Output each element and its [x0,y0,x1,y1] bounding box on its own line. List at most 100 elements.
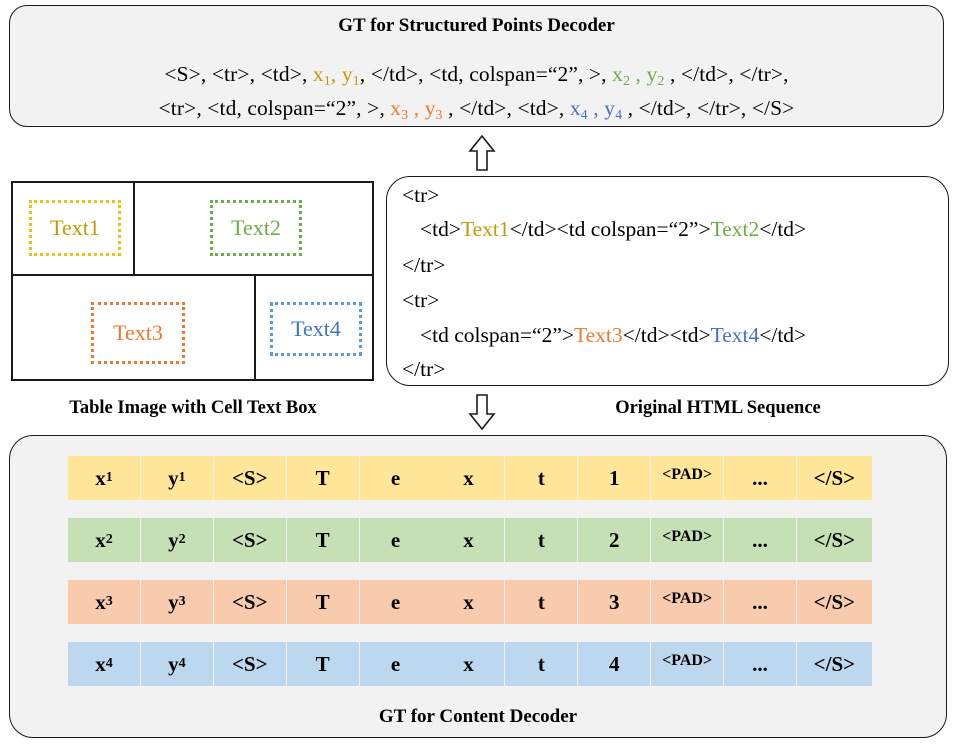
sequence-token: <td> [420,217,461,241]
sequence-token: Text2 [710,217,760,241]
sequence-token: x4 [569,96,588,123]
sequence-token: <td colspan=“2”> [420,323,574,347]
token-cell: t [505,580,578,624]
token-cell: x [432,580,505,624]
token-cell: e [359,642,432,686]
sequence-token: </td><td> [622,323,711,347]
token-cell: e [359,518,432,562]
arrow-down-outline-icon [468,394,496,431]
sequence-token: , [408,96,425,120]
sequence-token: </tr> [402,253,446,277]
sequence-token: y1 [341,62,360,89]
token-cell: </S> [796,642,872,686]
token-cell: <S> [213,580,286,624]
sequence-token: </td> [759,323,807,347]
sequence-token: </td><td colspan=“2”> [509,217,711,241]
sequence-token: y2 [646,62,665,89]
html-line: <td colspan=“2”>Text3</td><td>Text4</td> [420,323,806,348]
token-cell: T [286,456,359,500]
sequence-token: </td> [759,217,807,241]
table-column-divider [254,274,256,379]
sequence-token: </tr> [402,357,446,381]
token-cell: T [286,518,359,562]
structured-points-title: GT for Structured Points Decoder [338,15,615,36]
token-cell: x [432,518,505,562]
table-image-label: Table Image with Cell Text Box [69,398,317,418]
token-cell: </S> [796,518,872,562]
token-cell: e [359,580,432,624]
cell-text-box-2: Text2 [210,200,302,256]
html-line: <tr> [402,288,439,313]
cell-text-box-1: Text1 [29,200,121,256]
table-column-divider [133,183,135,276]
token-cell: t [505,518,578,562]
token-cell: <S> [213,456,286,500]
arrow-up-outline-icon [468,134,496,171]
content-decoder-title: GT for Content Decoder [378,706,578,727]
cell-text-box-4: Text4 [270,302,362,356]
token-cell: <PAD> [651,518,724,562]
cell-text-box-3: Text3 [91,302,185,364]
token-cell: <S> [213,518,286,562]
token-cell: <S> [213,642,286,686]
sequence-token: y3 [424,96,443,123]
token-cell: T [286,580,359,624]
token-cell: 2 [578,518,651,562]
sequence-token: Text4 [710,323,760,347]
structured-points-sequence-line-2: <tr>, <td, colspan=“2”, >, x3 , y3 , </t… [10,96,943,123]
sequence-token: , </td>, </tr>, </S> [622,96,795,120]
token-cell: x [432,456,505,500]
token-cell: <PAD> [651,456,724,500]
sequence-token: Text1 [460,217,510,241]
table-row-divider [13,274,372,276]
sequence-token: <tr> [402,288,440,312]
sequence-token: <tr> [402,183,440,207]
token-cell: ... [724,580,797,624]
token-cell: 3 [578,580,651,624]
token-cell: </S> [796,580,872,624]
html-line: </tr> [402,357,445,382]
sequence-token: y4 [604,96,623,123]
token-cell: T [286,642,359,686]
token-cell: ... [724,456,797,500]
sequence-token: x2 [612,62,631,89]
token-cell: <PAD> [651,642,724,686]
sequence-token: Text3 [574,323,623,347]
sequence-token: , </td>, <td>, [442,96,570,120]
token-cell: </S> [796,456,872,500]
sequence-token: <S>, <tr>, <td>, [164,62,313,86]
structured-points-sequence-line-1: <S>, <tr>, <td>, x1, y1, </td>, <td, col… [10,62,943,89]
html-line: <tr> [402,183,439,208]
table-image: Text1 Text2 Text3 Text4 [11,181,374,381]
sequence-token: , </td>, <td, colspan=“2”, >, [359,62,613,86]
sequence-token: , [630,62,647,86]
token-cell: e [359,456,432,500]
sequence-token: x3 [390,96,409,123]
html-line: </tr> [402,253,445,278]
token-cell: t [505,642,578,686]
token-cell: 1 [578,456,651,500]
token-cell: ... [724,642,797,686]
sequence-token: , [587,96,605,120]
sequence-token: <tr>, <td, colspan=“2”, >, [158,96,391,120]
html-sequence-box: <tr> <td>Text1</td><td colspan=“2”>Text2… [386,176,949,386]
token-cell: ... [724,518,797,562]
token-cell: 4 [578,642,651,686]
sequence-token: x1 [312,62,331,89]
token-cell: t [505,456,578,500]
html-sequence-label: Original HTML Sequence [615,398,821,418]
sequence-token: , [330,62,342,86]
token-cell: x [432,642,505,686]
html-line: <td>Text1</td><td colspan=“2”>Text2</td> [420,217,806,242]
